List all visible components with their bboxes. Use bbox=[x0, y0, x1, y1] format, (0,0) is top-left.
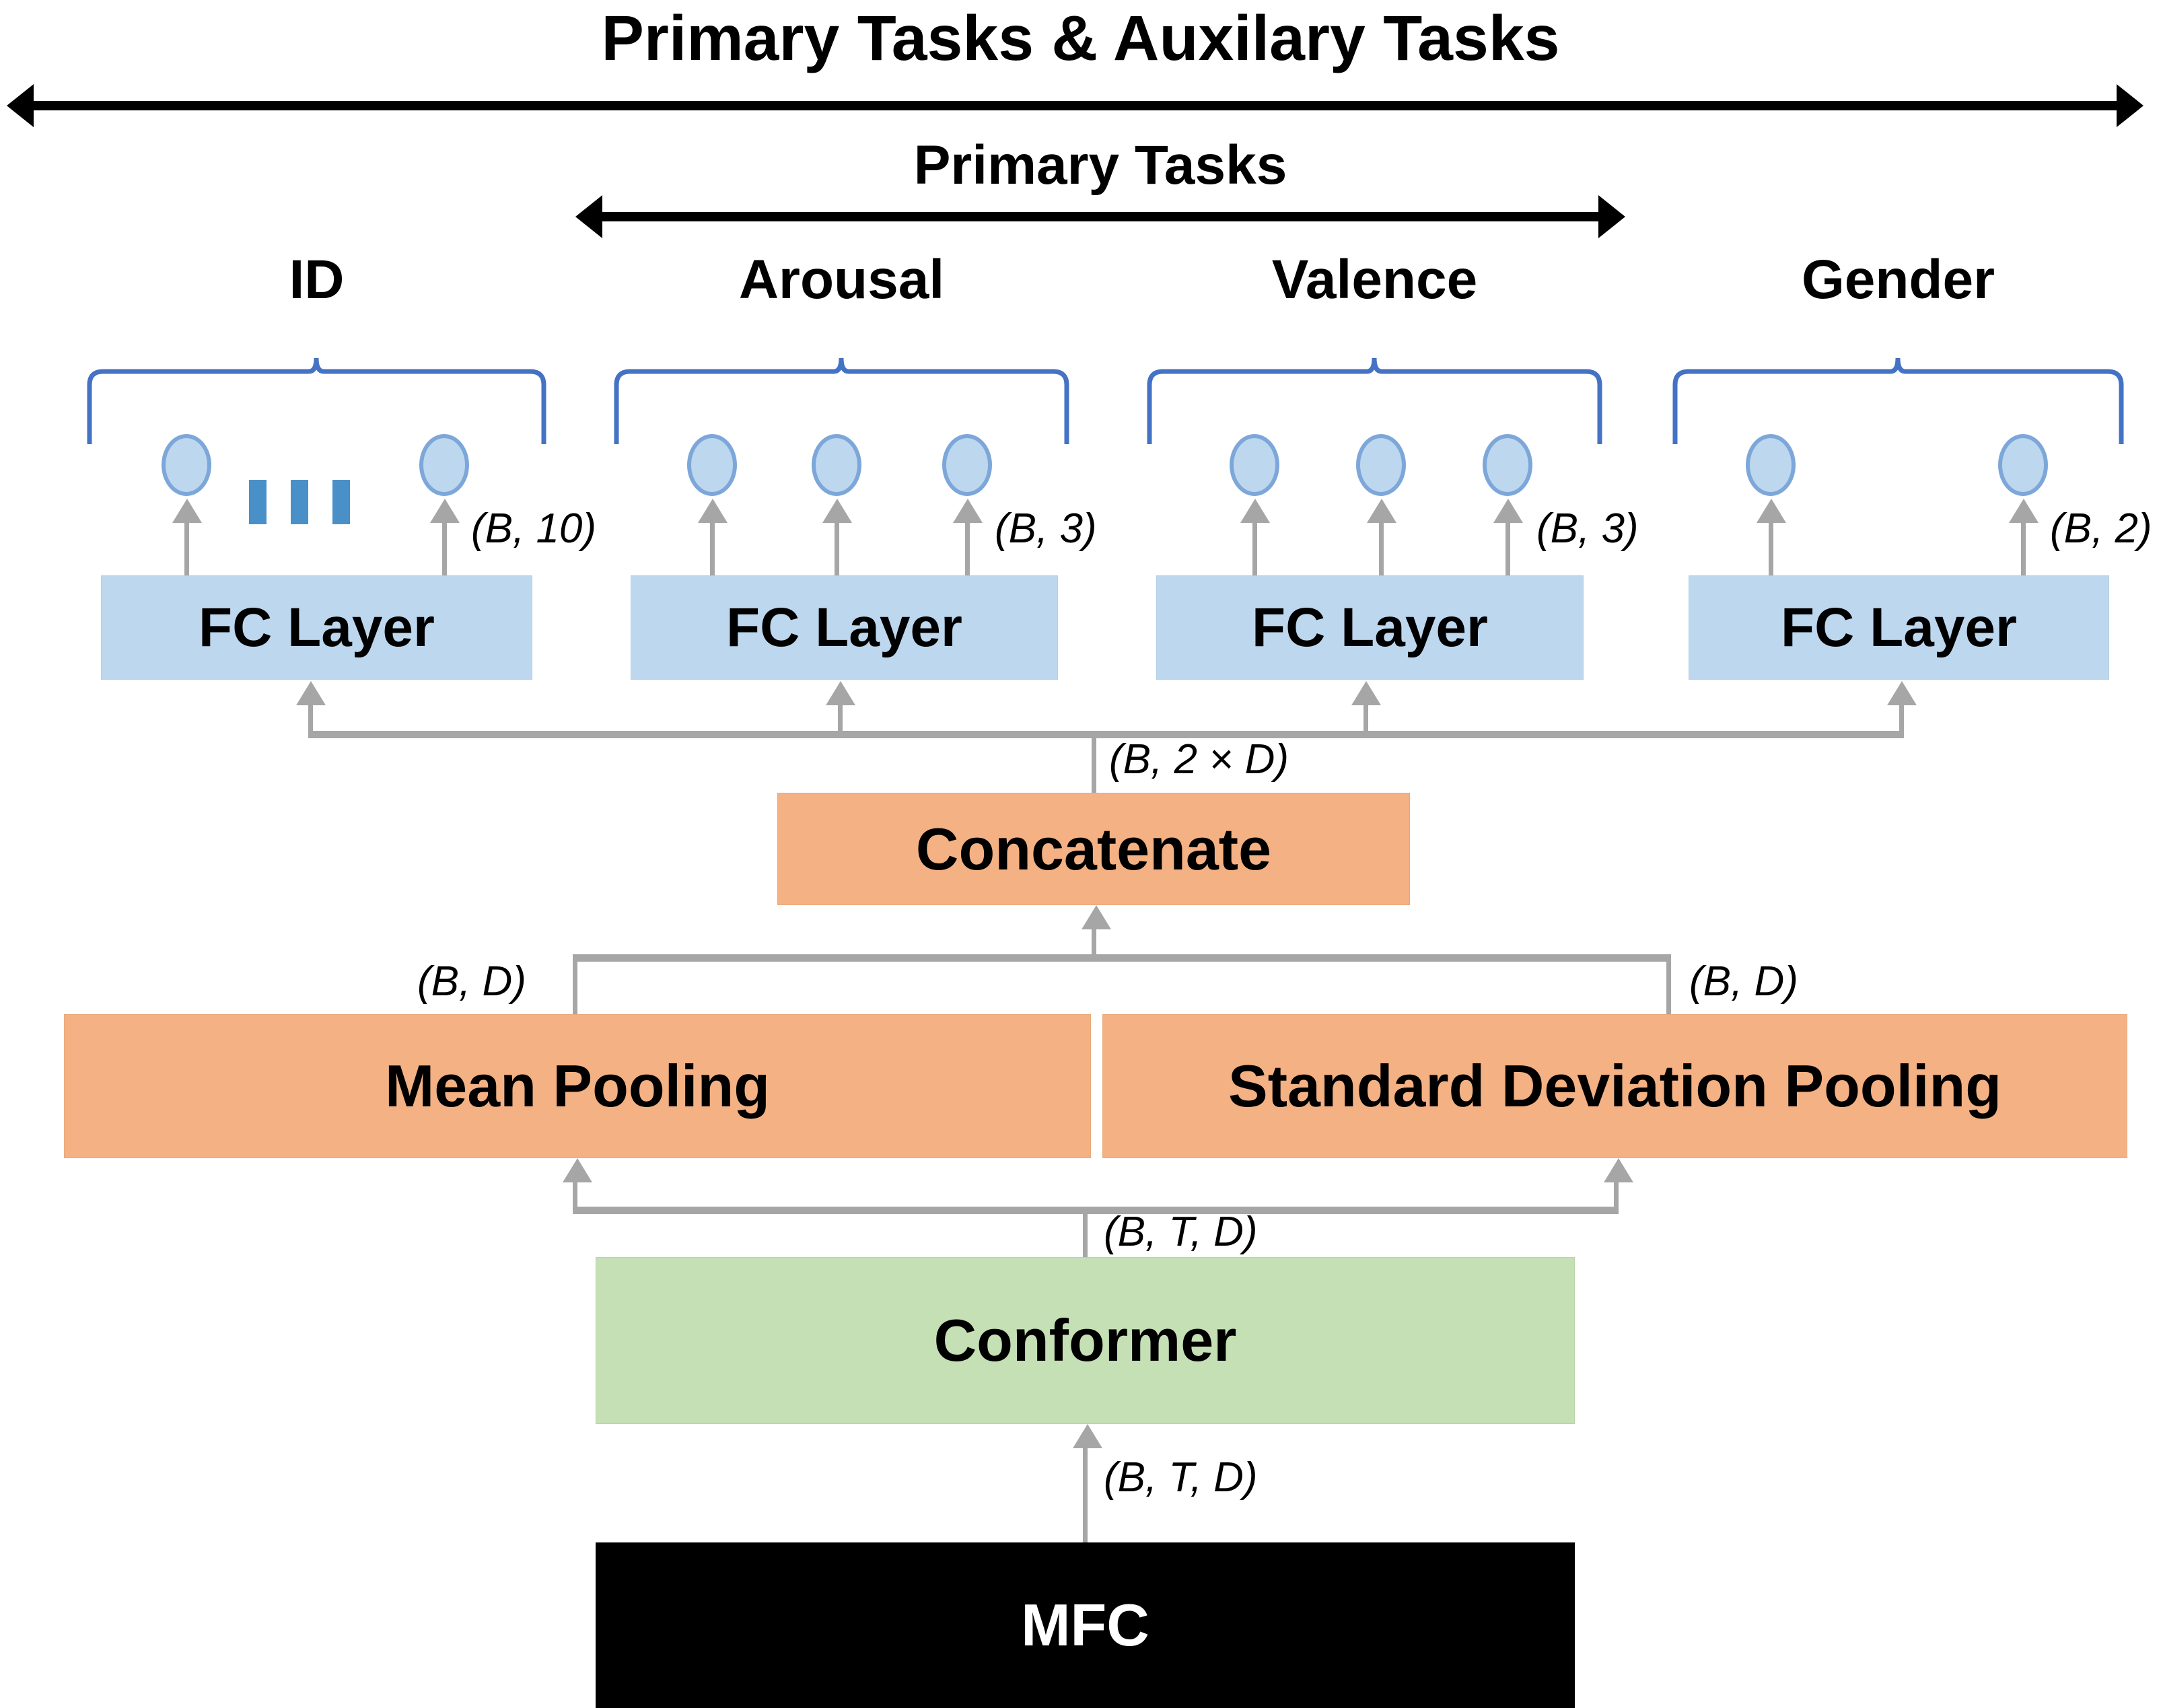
arrow-up-icon bbox=[1367, 499, 1396, 523]
ellipsis-dots-icon bbox=[249, 480, 377, 524]
connector-line bbox=[1379, 522, 1384, 575]
arrow-up-icon bbox=[563, 1158, 592, 1182]
connector-line bbox=[1363, 704, 1368, 735]
arrow-up-icon bbox=[1240, 499, 1270, 523]
connector-line bbox=[308, 704, 313, 735]
arrow-up-icon bbox=[430, 499, 460, 523]
connector-line bbox=[835, 522, 839, 575]
fc-layer-box-valence[interactable]: FC Layer bbox=[1156, 575, 1584, 680]
arrow-up-icon bbox=[953, 499, 983, 523]
connector-line bbox=[184, 522, 189, 575]
arrow-up-icon bbox=[826, 681, 855, 705]
shape-label-conformer-output: (B, T, D) bbox=[1104, 1209, 1258, 1255]
subtitle-primary-tasks: Primary Tasks bbox=[913, 135, 1287, 196]
arrow-up-icon bbox=[296, 681, 326, 705]
scope-arrow-all-tasks bbox=[7, 84, 2144, 127]
arrow-up-icon bbox=[172, 499, 202, 523]
arrow-up-icon bbox=[2009, 499, 2039, 523]
arrow-up-icon bbox=[1887, 681, 1917, 705]
output-node bbox=[1230, 434, 1279, 496]
connector-line bbox=[1614, 1181, 1619, 1211]
connector-line bbox=[442, 522, 447, 575]
brace-icon-gender bbox=[1672, 357, 2124, 446]
std-pooling-box[interactable]: Standard Deviation Pooling bbox=[1102, 1014, 2127, 1158]
concatenate-box[interactable]: Concatenate bbox=[777, 793, 1410, 905]
scope-arrow-primary-tasks bbox=[575, 195, 1625, 238]
arrow-bar bbox=[32, 101, 2118, 110]
task-label-id: ID bbox=[289, 249, 345, 310]
output-node bbox=[1746, 434, 1796, 496]
arrow-head-right bbox=[1598, 195, 1625, 238]
output-node bbox=[162, 434, 211, 496]
connector-line bbox=[1083, 1447, 1088, 1542]
task-label-arousal: Arousal bbox=[738, 249, 945, 310]
fc-layer-box-arousal[interactable]: FC Layer bbox=[631, 575, 1058, 680]
arrow-up-icon bbox=[1351, 681, 1381, 705]
output-node bbox=[1998, 434, 2048, 496]
connector-line bbox=[1505, 522, 1510, 575]
arrow-bar bbox=[601, 212, 1600, 221]
fc-layer-box-id[interactable]: FC Layer bbox=[101, 575, 532, 680]
connector-line bbox=[1092, 928, 1096, 960]
connector-line bbox=[1092, 731, 1096, 794]
conformer-box[interactable]: Conformer bbox=[596, 1257, 1575, 1424]
connector-bus bbox=[573, 1207, 1619, 1214]
connector-line bbox=[965, 522, 970, 575]
shape-label-gender: (B, 2) bbox=[2050, 505, 2152, 552]
connector-line bbox=[573, 1181, 577, 1211]
arrow-up-icon bbox=[1757, 499, 1786, 523]
page-title: Primary Tasks & Auxilary Tasks bbox=[601, 3, 1560, 74]
brace-icon-arousal bbox=[614, 357, 1069, 446]
shape-label-mfc-output: (B, T, D) bbox=[1104, 1454, 1258, 1501]
arrow-head-left bbox=[575, 195, 602, 238]
arrow-up-icon bbox=[822, 499, 852, 523]
connector-line bbox=[1899, 704, 1904, 735]
output-node bbox=[419, 434, 469, 496]
arrow-up-icon bbox=[698, 499, 728, 523]
mean-pooling-box[interactable]: Mean Pooling bbox=[64, 1014, 1091, 1158]
task-label-gender: Gender bbox=[1801, 249, 1995, 310]
arrow-head-right bbox=[2117, 84, 2144, 127]
connector-line bbox=[710, 522, 715, 575]
output-node bbox=[1356, 434, 1406, 496]
output-node bbox=[1483, 434, 1532, 496]
arrow-up-icon bbox=[1604, 1158, 1633, 1182]
arrow-head-left bbox=[7, 84, 34, 127]
brace-icon-id bbox=[87, 357, 546, 446]
arrow-up-icon bbox=[1073, 1424, 1102, 1448]
shape-label-mean-pool-output: (B, D) bbox=[417, 958, 526, 1005]
connector-bus bbox=[308, 731, 1904, 738]
connector-line bbox=[2021, 522, 2026, 575]
output-node bbox=[942, 434, 992, 496]
connector-line bbox=[1252, 522, 1257, 575]
connector-line bbox=[1083, 1207, 1088, 1259]
shape-label-std-pool-output: (B, D) bbox=[1689, 958, 1798, 1005]
brace-icon-valence bbox=[1147, 357, 1602, 446]
output-node bbox=[687, 434, 737, 496]
mfc-box[interactable]: MFC bbox=[596, 1542, 1575, 1708]
arrow-up-icon bbox=[1493, 499, 1523, 523]
shape-label-arousal: (B, 3) bbox=[995, 505, 1097, 552]
shape-label-concat-output: (B, 2 × D) bbox=[1109, 736, 1289, 783]
connector-line bbox=[838, 704, 843, 735]
fc-layer-box-gender[interactable]: FC Layer bbox=[1689, 575, 2109, 680]
connector-line bbox=[573, 954, 577, 1016]
connector-line bbox=[1769, 522, 1773, 575]
connector-bus bbox=[573, 954, 1671, 962]
output-node bbox=[812, 434, 861, 496]
arrow-up-icon bbox=[1082, 905, 1111, 929]
shape-label-valence: (B, 3) bbox=[1536, 505, 1639, 552]
task-label-valence: Valence bbox=[1271, 249, 1478, 310]
shape-label-id: (B, 10) bbox=[471, 505, 597, 552]
connector-line bbox=[1666, 954, 1671, 1016]
